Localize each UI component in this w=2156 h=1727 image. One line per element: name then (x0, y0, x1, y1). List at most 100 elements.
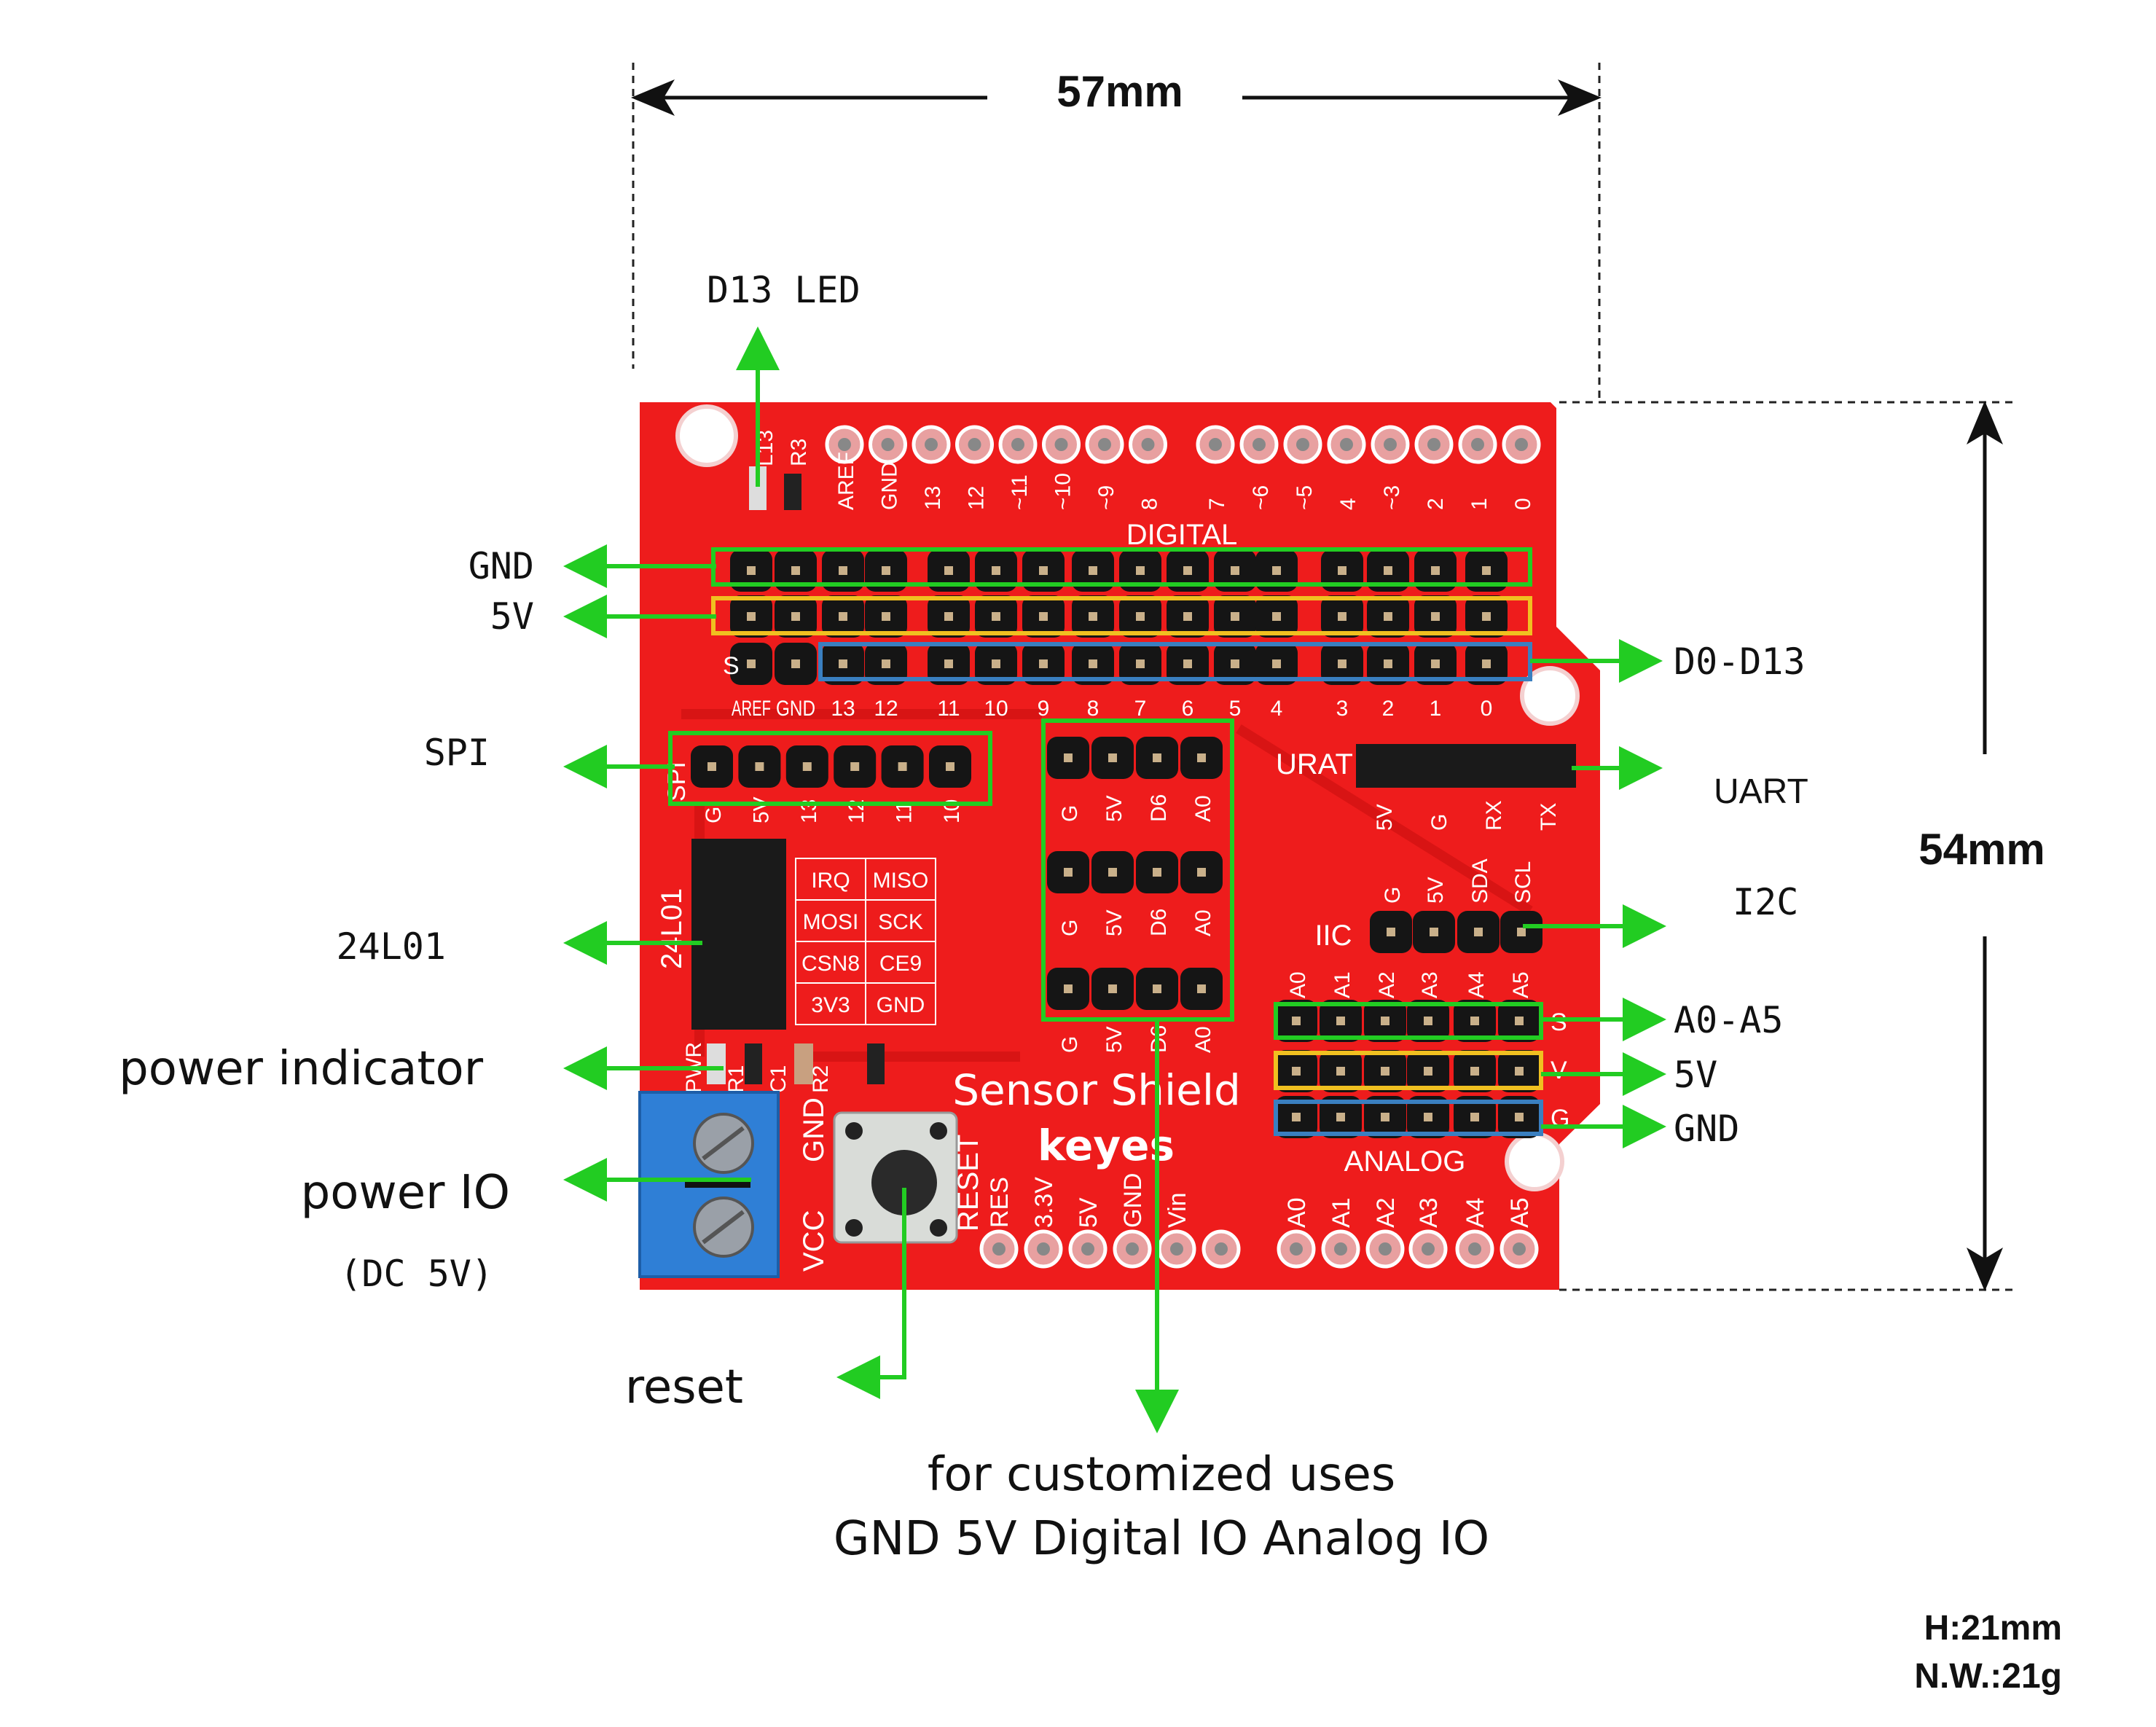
nrf-table-cell (865, 982, 936, 1025)
top-pin-label: ~3 (1380, 485, 1404, 510)
reset-label: reset (625, 1360, 743, 1414)
brand-logo: keyes (1038, 1121, 1175, 1170)
pin-tip (1108, 984, 1117, 993)
height-dimension: 54mm (1559, 401, 2045, 1291)
hole-center (1126, 1242, 1139, 1256)
width-dimension: 57mm (631, 63, 1602, 404)
analog-pin-label: A1 (1330, 971, 1355, 998)
pin-tip (1482, 659, 1491, 668)
5v-label: 5V (490, 595, 534, 638)
pin-tip (839, 659, 847, 668)
analog-5v-box (1274, 1051, 1543, 1090)
header-label: 5 (1229, 697, 1242, 721)
callout-arrows (563, 326, 1666, 1433)
pin-tip (1153, 753, 1161, 762)
mounting-hole (1505, 1132, 1564, 1191)
pin-tip (1136, 659, 1145, 668)
pin-tip (1424, 1113, 1432, 1121)
top-pin-label: 2 (1424, 498, 1448, 510)
nrf-silk-label: 24L01 (656, 888, 688, 969)
nrf-table-label: MOSI (803, 910, 859, 934)
header-label: 8 (1087, 697, 1099, 721)
pin-tip (1431, 566, 1440, 575)
analog-pin-label: A2 (1375, 971, 1399, 998)
pin-tip (1387, 928, 1395, 936)
uart-pin-label: G (1427, 814, 1451, 831)
pin-tip (747, 612, 756, 621)
analog-pin-label: A0 (1286, 971, 1310, 998)
nrf-table-label: MISO (873, 869, 929, 893)
power-io-label: power IO (301, 1166, 510, 1220)
top-pin-label: ~6 (1249, 485, 1273, 510)
reset-button[interactable] (833, 1111, 958, 1244)
mounting-hole (675, 404, 738, 467)
pin-tip (1089, 659, 1097, 668)
nrf-table-label: SCK (878, 910, 923, 934)
power-pin-label: 5V (1075, 1197, 1102, 1228)
hole-center (1379, 1242, 1392, 1256)
pin-tip (1136, 612, 1145, 621)
weight-label: N.W.:21g (1914, 1657, 2062, 1696)
hole-center (1340, 438, 1353, 451)
header-label: 11 (937, 697, 960, 721)
i2c-label: I2C (1733, 881, 1798, 923)
hole-center (1037, 1242, 1050, 1256)
pin-tip (1089, 566, 1097, 575)
header-label: 0 (1481, 697, 1493, 721)
custom-headers-box (1041, 718, 1234, 1022)
analog-hole-label: A3 (1415, 1197, 1443, 1228)
hole-center (1141, 438, 1155, 451)
analog-pin-label: A3 (1418, 971, 1442, 998)
power-pin-label: GND (1119, 1172, 1147, 1228)
uart-silk-label: URAT (1276, 748, 1353, 780)
led-silk-label: R3 (787, 439, 811, 466)
pin-tip (1424, 1017, 1432, 1025)
top-pin-label: 0 (1511, 498, 1535, 510)
custom-pin-label: 5V (1102, 795, 1126, 822)
height-label: 54mm (1918, 825, 2045, 874)
pin-tip (1338, 566, 1346, 575)
d0-d13-label: D0-D13 (1674, 641, 1806, 683)
top-pin-label: 12 (965, 486, 989, 510)
pin-tip (1517, 928, 1526, 936)
pin-tip (1153, 984, 1161, 993)
analog-label: ANALOG (1344, 1146, 1466, 1178)
pin-tip (944, 566, 953, 575)
top-pin-label: ~10 (1051, 473, 1075, 510)
top-pin-label: 7 (1205, 498, 1229, 510)
pin-tip (1338, 659, 1346, 668)
resistor-r1 (745, 1043, 762, 1084)
hole-center (1011, 438, 1024, 451)
pin-tip (1064, 984, 1073, 993)
mounting-hole (1520, 666, 1580, 726)
pin-tip (1381, 1017, 1389, 1025)
analog-hole-label: A1 (1328, 1197, 1355, 1228)
pin-tip (1197, 753, 1206, 762)
top-pin-label: ~9 (1094, 485, 1118, 510)
iic-pin-label: G (1381, 887, 1405, 904)
header-label: 7 (1134, 697, 1147, 721)
pin-tip (1064, 868, 1073, 877)
hole-center (1513, 1242, 1526, 1256)
iic-pin-label: 5V (1424, 877, 1448, 904)
uart-pin-label: 5V (1373, 804, 1397, 831)
pin-tip (1183, 612, 1192, 621)
pin-tip (1515, 1113, 1524, 1121)
board-title: Sensor Shield (952, 1065, 1241, 1115)
hole-center (1422, 1242, 1435, 1256)
custom-pin-label: G (1058, 1036, 1082, 1053)
pin-tip (1183, 566, 1192, 575)
pin-tip (1515, 1017, 1524, 1025)
pin-tip (1089, 612, 1097, 621)
hole-center (992, 1242, 1006, 1256)
pin-tip (1039, 566, 1048, 575)
reset-arrow (836, 1188, 906, 1399)
thickness-label: H:21mm (1924, 1609, 2062, 1648)
pin-tip (791, 659, 800, 668)
terminal-label: GND (798, 1097, 830, 1162)
hole-center (1215, 1242, 1228, 1256)
analog-hole-label: A2 (1372, 1197, 1400, 1228)
pin-tip (944, 612, 953, 621)
power-pin-label: RES (986, 1177, 1014, 1228)
resistor-r2 (867, 1043, 885, 1084)
